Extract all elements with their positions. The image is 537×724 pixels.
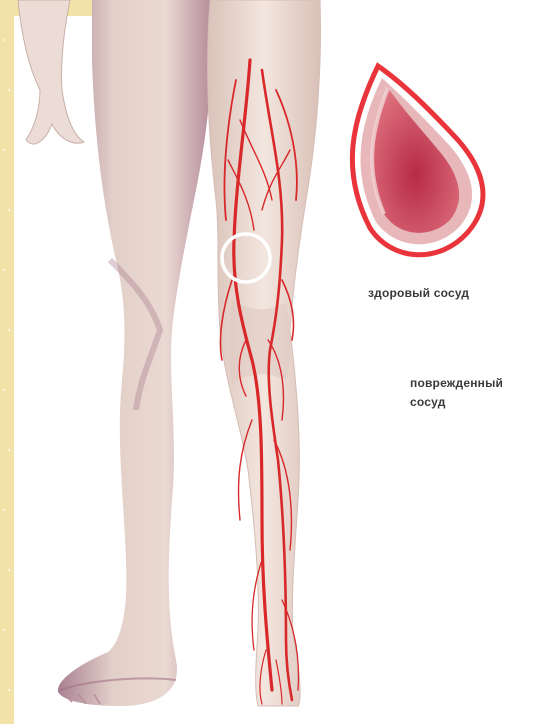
damaged-vessel-label-line1: поврежденный <box>410 376 503 390</box>
healthy-vessel-icon <box>352 66 483 255</box>
left-leg <box>58 0 213 706</box>
damaged-vessel-label-line2: сосуд <box>410 395 446 409</box>
hand <box>18 0 84 144</box>
healthy-vessel-label: здоровый сосуд <box>368 286 469 300</box>
